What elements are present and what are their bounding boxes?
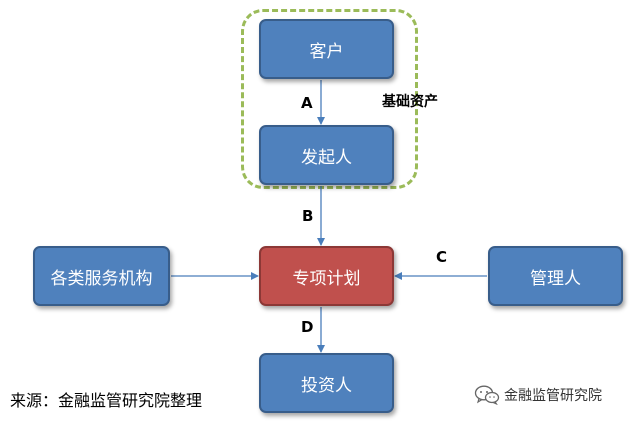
watermark-text: 金融监管研究院 <box>504 388 602 404</box>
node-investor: 投资人 <box>259 353 394 413</box>
node-sponsor: 发起人 <box>259 125 394 185</box>
node-client: 客户 <box>259 19 394 79</box>
edge-label-b: B <box>302 207 314 225</box>
source-note: 来源：金融监管研究院整理 <box>10 391 203 410</box>
edge-label-d: D <box>301 318 314 336</box>
node-special-plan: 专项计划 <box>259 246 394 306</box>
node-service-agencies: 各类服务机构 <box>33 246 170 306</box>
watermark: 金融监管研究院 <box>474 385 602 405</box>
node-manager: 管理人 <box>488 246 623 306</box>
edge-label-a: A <box>301 94 313 112</box>
group-label-basic-assets: 基础资产 <box>382 94 438 110</box>
basic-assets-group <box>241 9 418 189</box>
wechat-icon <box>474 385 500 405</box>
edge-label-c: C <box>436 248 448 266</box>
